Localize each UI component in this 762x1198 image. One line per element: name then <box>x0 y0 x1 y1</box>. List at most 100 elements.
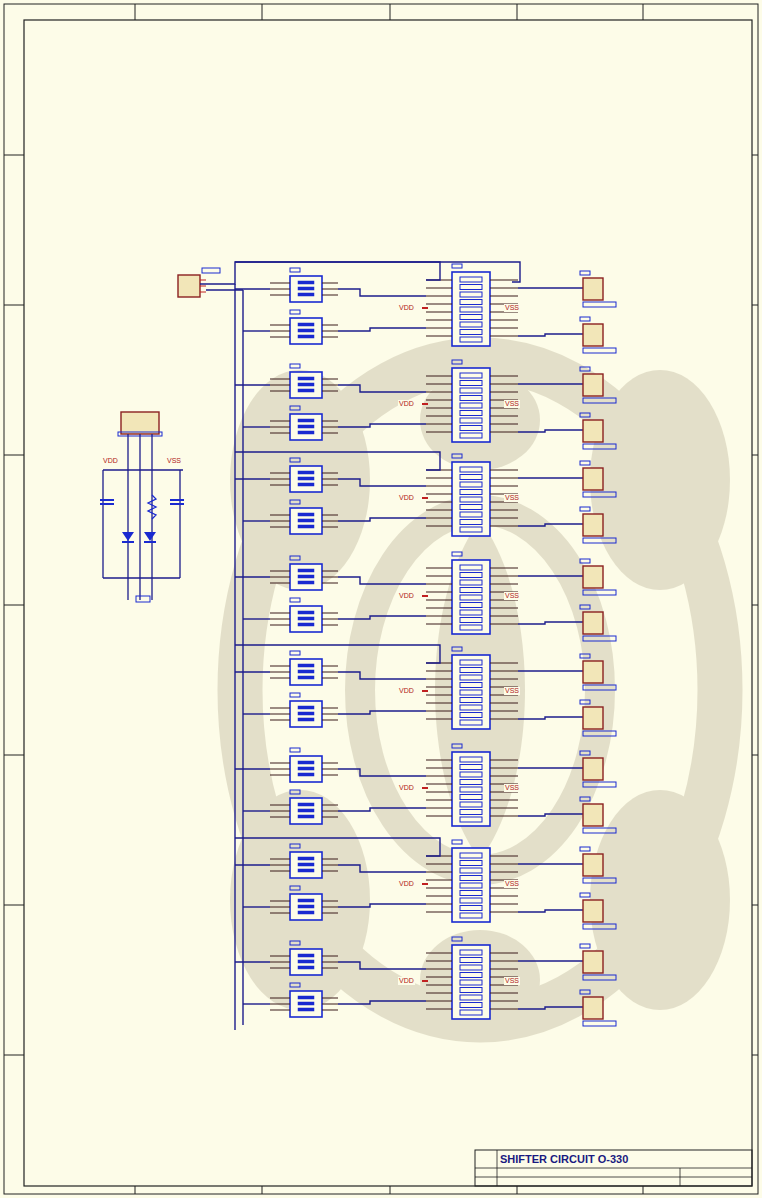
chip-pin <box>426 304 452 305</box>
chip-cell <box>460 381 482 386</box>
wire <box>103 577 180 578</box>
power-net-label: VDD <box>398 784 415 792</box>
logic-chip <box>290 894 322 920</box>
wire <box>179 470 180 578</box>
chip-pin <box>270 1010 290 1011</box>
chip-pin <box>270 865 290 866</box>
chip-pin <box>322 379 338 380</box>
refdes-box <box>290 748 300 752</box>
chip-pin <box>270 473 290 474</box>
chip-pin <box>426 800 452 801</box>
chip-pin <box>270 708 290 709</box>
wire <box>242 290 243 1025</box>
logic-chip <box>290 606 322 632</box>
wire <box>243 1003 270 1004</box>
chip-pin <box>322 421 338 422</box>
shifter-chip <box>452 655 490 729</box>
power-net-label: VSS <box>504 494 520 502</box>
power-connector <box>121 412 159 434</box>
connector-label-box <box>583 828 616 833</box>
diode-bar <box>122 541 134 543</box>
chip-pin <box>270 678 290 679</box>
zone-tick <box>4 755 24 756</box>
chip-pin <box>322 962 338 963</box>
wire <box>243 713 270 714</box>
chip-pin <box>322 1004 338 1005</box>
chip-pin <box>426 985 452 986</box>
connector-symbol <box>583 278 603 300</box>
wire <box>243 810 270 811</box>
chip-cell <box>460 817 482 822</box>
zone-tick <box>517 4 518 20</box>
chip-pin <box>322 571 338 572</box>
refdes-box <box>136 596 150 602</box>
chip-pin <box>490 904 518 905</box>
power-net-label: VSS <box>166 457 182 465</box>
chip-pin <box>322 577 338 578</box>
wire <box>235 838 440 856</box>
chip-pin <box>490 800 518 801</box>
diode-symbol <box>122 532 134 541</box>
wire <box>518 814 583 816</box>
chip-pin <box>270 515 290 516</box>
chip-gate <box>298 670 314 673</box>
refdes-box <box>580 413 590 417</box>
wire <box>234 284 235 1030</box>
chip-pin <box>490 993 518 994</box>
chip-pin <box>490 896 518 897</box>
chip-pin <box>490 384 518 385</box>
shifter-chip <box>452 272 490 346</box>
chip-cell <box>460 595 482 600</box>
chip-pin <box>490 376 518 377</box>
logic-chip <box>290 949 322 975</box>
zone-tick <box>135 1186 136 1194</box>
chip-cell <box>460 1010 482 1015</box>
chip-gate <box>298 815 314 818</box>
wire <box>235 288 270 289</box>
refdes-box <box>452 454 462 458</box>
power-net-label: VDD <box>398 304 415 312</box>
chip-pin <box>322 613 338 614</box>
chip-pin <box>490 776 518 777</box>
chip-pin <box>270 666 290 667</box>
chip-cell <box>460 565 482 570</box>
connector-label-box <box>583 348 616 353</box>
refdes-box <box>580 367 590 371</box>
wire <box>243 618 270 619</box>
chip-gate <box>298 335 314 338</box>
chip-pin <box>426 961 452 962</box>
connector-label-box <box>583 590 616 595</box>
power-net-label: VSS <box>504 977 520 985</box>
chip-pin <box>270 775 290 776</box>
chip-pin <box>426 864 452 865</box>
wire <box>235 864 270 865</box>
refdes-box <box>580 654 590 658</box>
logic-chip <box>290 701 322 727</box>
chip-pin <box>426 584 452 585</box>
chip-pin <box>426 608 452 609</box>
wire <box>338 962 426 969</box>
chip-gate <box>298 718 314 721</box>
chip-pin <box>270 968 290 969</box>
chip-pin <box>426 687 452 688</box>
shifter-chip <box>452 368 490 442</box>
drawing-title: SHIFTER CIRCUIT O-330 <box>500 1153 628 1166</box>
chip-pin <box>322 672 338 673</box>
chip-pin <box>426 400 452 401</box>
chip-cell <box>460 475 482 480</box>
refdes-box <box>580 893 590 897</box>
chip-pin <box>490 711 518 712</box>
wire <box>235 478 270 479</box>
chip-pin <box>322 521 338 522</box>
chip-pin <box>490 328 518 329</box>
chip-pin <box>322 391 338 392</box>
chip-pin <box>322 720 338 721</box>
chip-cell <box>460 660 482 665</box>
chip-pin <box>322 433 338 434</box>
chip-cell <box>460 995 482 1000</box>
zone-tick <box>390 4 391 20</box>
chip-pin <box>270 295 290 296</box>
chip-pin <box>270 583 290 584</box>
chip-pin <box>322 385 338 386</box>
